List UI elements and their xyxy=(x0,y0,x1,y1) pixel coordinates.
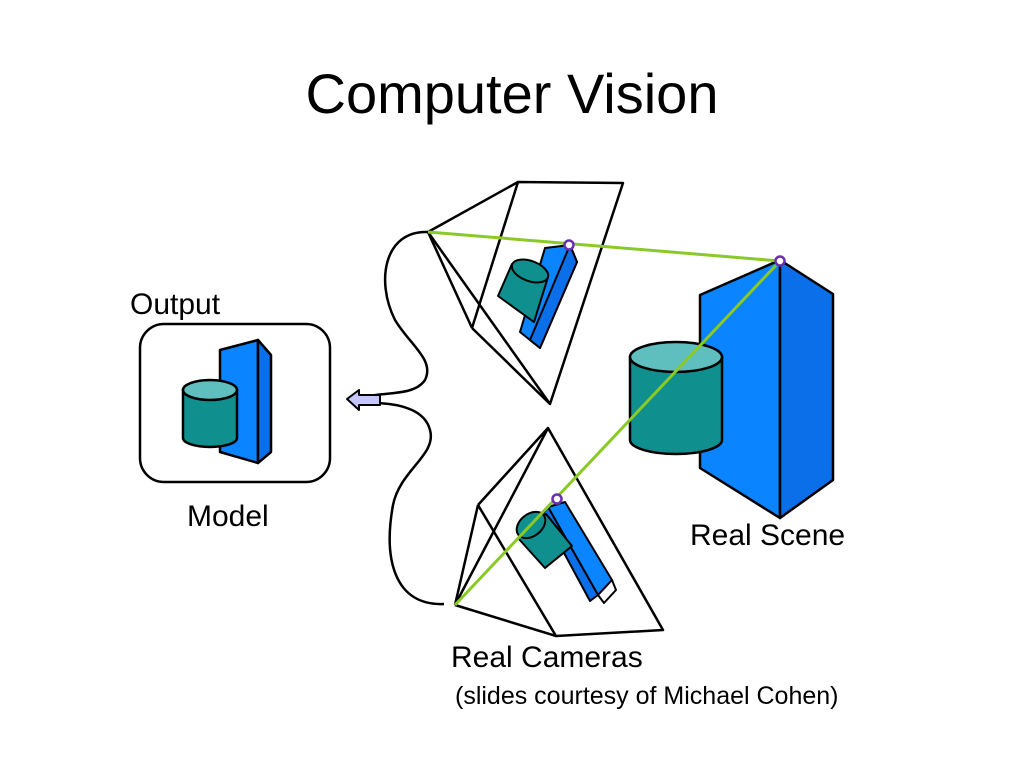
slide-title: Computer Vision xyxy=(305,62,719,125)
output-label: Output xyxy=(130,288,221,321)
lower-camera-image xyxy=(515,501,617,604)
projection-rays xyxy=(427,230,782,607)
ray-point-icon xyxy=(551,239,786,505)
ray-lower xyxy=(453,259,782,607)
camera-cables xyxy=(369,230,445,606)
credit-label: (slides courtesy of Michael Cohen) xyxy=(455,682,839,710)
model-label: Model xyxy=(187,500,269,533)
real-scene-cylinder xyxy=(628,340,724,456)
real-cameras-label: Real Cameras xyxy=(451,641,643,674)
real-scene-label: Real Scene xyxy=(690,519,846,552)
model-arrow-icon xyxy=(346,389,381,411)
upper-camera-image xyxy=(497,244,578,349)
upper-camera-frustum xyxy=(426,180,625,406)
lower-camera-frustum xyxy=(453,426,665,638)
model-cylinder xyxy=(181,378,239,449)
ray-upper xyxy=(427,230,781,263)
